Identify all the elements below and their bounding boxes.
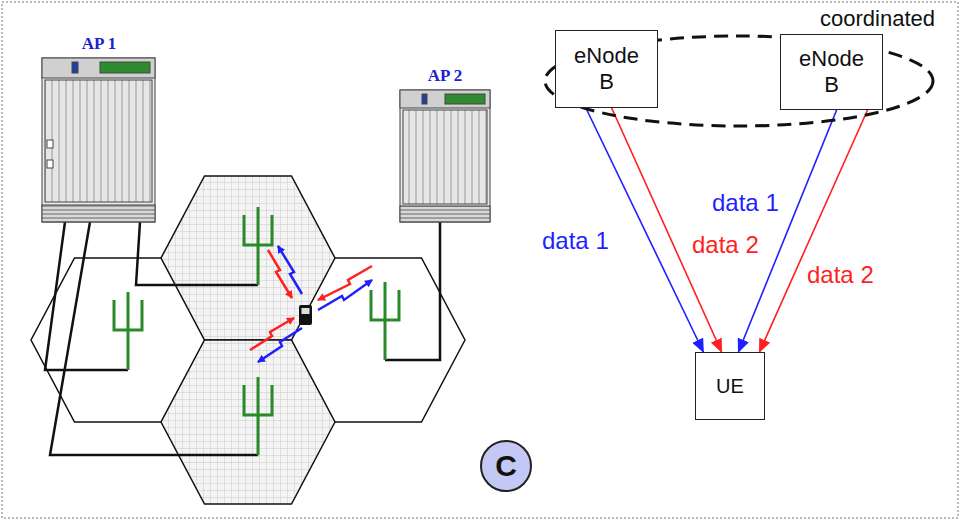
process-box: UE [695, 352, 765, 420]
access-point-label: AP 2 [396, 66, 494, 86]
handset-screen [302, 308, 310, 314]
rack-display [445, 94, 485, 104]
radio-link [268, 250, 292, 298]
rack-indicator [422, 94, 427, 104]
rack-slots [45, 80, 152, 202]
access-point-rack: AP 1 [38, 34, 160, 224]
edge-label: data 1 [710, 190, 781, 216]
data-arrow [612, 108, 722, 352]
badge-letter: C [495, 451, 517, 481]
antenna-symbol [244, 377, 272, 455]
rack-indicator [72, 62, 78, 73]
rack-display [100, 62, 150, 73]
radio-link [258, 328, 302, 362]
backhaul-wire [50, 222, 258, 455]
rack-grille [400, 206, 490, 222]
edge-label: data 2 [690, 232, 761, 258]
rack-panel [42, 58, 155, 78]
data-arrow [759, 110, 867, 352]
shaded-cell-hexagon [161, 340, 335, 504]
radio-link [318, 280, 372, 310]
access-point-rack: AP 2 [396, 66, 494, 224]
shaded-cell-hexagon [161, 176, 335, 340]
radio-link [278, 246, 302, 294]
handset-body [299, 305, 312, 325]
antenna-symbol [244, 207, 272, 285]
rack-slots [403, 110, 487, 204]
node-label: eNode B [795, 46, 869, 99]
node-label: UE [716, 374, 744, 398]
panel-badge: C [480, 440, 532, 492]
rack-body [42, 58, 155, 222]
antennas [114, 207, 399, 455]
cell-hexagons [31, 176, 465, 504]
backhaul-wire [385, 222, 440, 360]
group-label: coordinated [820, 6, 935, 32]
rack-knob [47, 140, 53, 148]
node-label: eNode B [570, 43, 644, 96]
antenna-symbol [114, 292, 142, 370]
coordination-ellipse: eNode BeNode Bcoordinated [543, 34, 935, 128]
process-box: eNode B [555, 30, 658, 108]
rack-panel [400, 90, 490, 108]
edge-label: data 2 [805, 262, 876, 288]
edge-label: data 1 [540, 228, 611, 254]
data-arrow [738, 110, 836, 352]
antenna-symbol [371, 282, 399, 360]
radio-link [318, 266, 372, 300]
rack-grille [42, 205, 155, 222]
backhaul-wires [45, 222, 440, 455]
handset [299, 305, 312, 325]
radio-links [250, 246, 372, 362]
process-box: eNode B [780, 34, 883, 110]
access-point-label: AP 1 [38, 34, 160, 54]
rack-ap2 [400, 90, 490, 222]
rack-knob [47, 160, 53, 168]
radio-link [250, 318, 294, 350]
rack-ap1 [42, 58, 155, 222]
rack-body [400, 90, 490, 222]
backhaul-wire [136, 222, 258, 285]
